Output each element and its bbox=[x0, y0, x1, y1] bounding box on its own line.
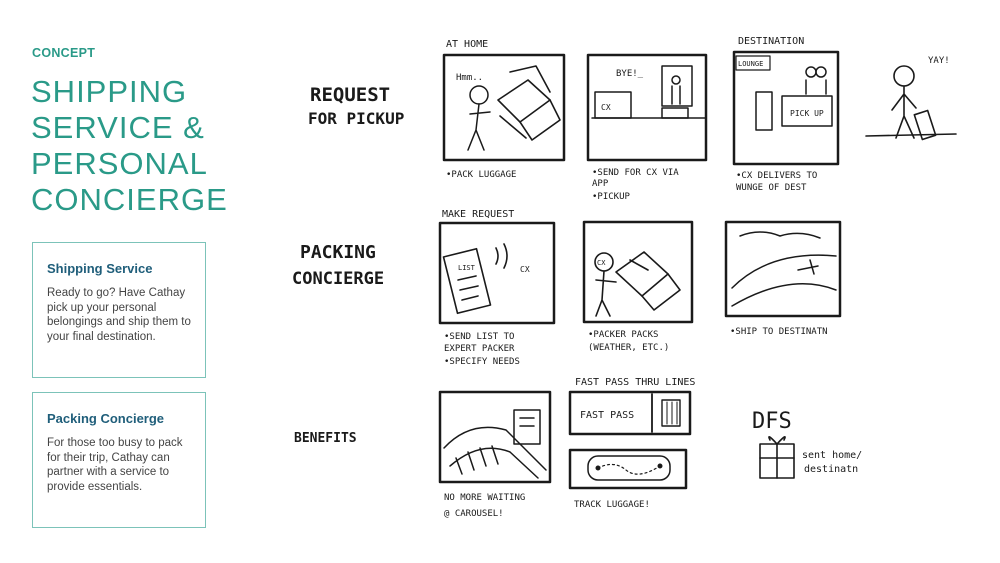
frame-caption: •SHIP TO DESTINATN bbox=[730, 327, 828, 337]
card-title: Packing Concierge bbox=[47, 411, 165, 426]
storyboard-frame bbox=[438, 390, 552, 484]
storyboard-frame bbox=[586, 53, 708, 162]
pickup-scene-icon bbox=[591, 65, 707, 119]
packer-icon bbox=[594, 251, 681, 317]
fast-pass-frame bbox=[568, 390, 692, 436]
frame-caption: NO MORE WAITING bbox=[444, 493, 525, 503]
delivery-counter-icon bbox=[755, 66, 833, 131]
card-body: Ready to go? Have Cathay pick up your pe… bbox=[47, 287, 191, 343]
row-label: BENEFITS bbox=[294, 431, 357, 446]
eyebrow-label: CONCEPT bbox=[32, 46, 96, 60]
frame-caption: •PACK LUGGAGE bbox=[446, 170, 516, 180]
gift-note: destinatn bbox=[804, 464, 858, 475]
shipping-service-card: Shipping Service Ready to go? Have Catha… bbox=[32, 242, 206, 378]
title-line: CONCIERGE bbox=[31, 182, 228, 217]
title-line: SHIPPING bbox=[31, 74, 188, 109]
frame-caption: •SEND FOR CX VIA bbox=[592, 168, 679, 178]
frame-caption: •PICKUP bbox=[592, 192, 631, 202]
row-label: PACKING bbox=[300, 242, 376, 263]
title-line: PERSONAL bbox=[31, 146, 208, 181]
frame-header: FAST PASS THRU LINES bbox=[575, 377, 695, 388]
frame-caption: •SEND LIST TO bbox=[444, 332, 514, 342]
airplane-flight-icon bbox=[731, 231, 837, 307]
frame-caption: @ CAROUSEL! bbox=[444, 509, 504, 519]
frame-caption: EXPERT PACKER bbox=[444, 344, 515, 354]
cx-logo-text: CX bbox=[601, 103, 611, 112]
frame-caption: WUNGE OF DEST bbox=[736, 183, 807, 193]
frame-header: AT HOME bbox=[446, 39, 488, 50]
frame-header: MAKE REQUEST bbox=[442, 209, 514, 220]
speech-text: YAY! bbox=[928, 56, 950, 66]
storyboard-sketch: REQUEST FOR PICKUP AT HOME Hmm.. •PACK L… bbox=[292, 36, 957, 519]
person-icon bbox=[467, 85, 491, 151]
storyboard-frame bbox=[438, 221, 556, 325]
tracking-frame bbox=[568, 448, 688, 490]
fast-pass-sign: FAST PASS bbox=[580, 410, 634, 421]
storyboard-frame bbox=[442, 53, 566, 162]
row-label: CONCIERGE bbox=[292, 269, 384, 289]
info-panel: CONCEPT SHIPPING SERVICE & PERSONAL CONC… bbox=[0, 0, 260, 563]
dfs-text: DFS bbox=[752, 409, 792, 434]
carousel-icon bbox=[443, 409, 547, 479]
frame-caption: APP bbox=[592, 179, 609, 189]
cx-logo-text: CX bbox=[520, 265, 530, 274]
gift-note: sent home/ bbox=[802, 450, 862, 461]
frame-caption: •CX DELIVERS TO bbox=[736, 171, 817, 181]
frame-header: DESTINATION bbox=[738, 36, 804, 47]
row-label: REQUEST bbox=[310, 84, 390, 106]
speech-text: Hmm.. bbox=[456, 73, 483, 83]
frame-caption: (WEATHER, ETC.) bbox=[588, 343, 669, 353]
frame-caption: •SPECIFY NEEDS bbox=[444, 357, 520, 367]
cx-shirt-text: CX bbox=[597, 259, 606, 267]
tracking-map-icon bbox=[587, 455, 671, 481]
list-text: LIST bbox=[458, 264, 476, 272]
gate-icon bbox=[661, 399, 681, 427]
title-line: SERVICE & bbox=[31, 110, 205, 145]
lounge-sign: LOUNGE bbox=[738, 60, 763, 68]
speech-text: BYE!_ bbox=[616, 69, 644, 79]
phone-list-icon bbox=[442, 243, 508, 315]
row-label: FOR PICKUP bbox=[308, 109, 404, 128]
storyboard-frame bbox=[732, 50, 840, 166]
frame-caption: TRACK LUGGAGE! bbox=[574, 500, 650, 510]
open-suitcase-icon bbox=[497, 65, 561, 141]
gift-box-icon bbox=[759, 436, 795, 479]
happy-traveler-icon bbox=[865, 65, 957, 141]
card-title: Shipping Service bbox=[47, 261, 153, 276]
frame-caption: •PACKER PACKS bbox=[588, 330, 658, 340]
pickup-counter-sign: PICK UP bbox=[790, 109, 824, 118]
storyboard-frame bbox=[724, 220, 842, 318]
storyboard-frame bbox=[582, 220, 694, 324]
page-title: SHIPPING SERVICE & PERSONAL CONCIERGE bbox=[31, 74, 261, 218]
packing-concierge-card: Packing Concierge For those too busy to … bbox=[32, 392, 206, 528]
card-body: For those too busy to pack for their tri… bbox=[47, 437, 183, 493]
